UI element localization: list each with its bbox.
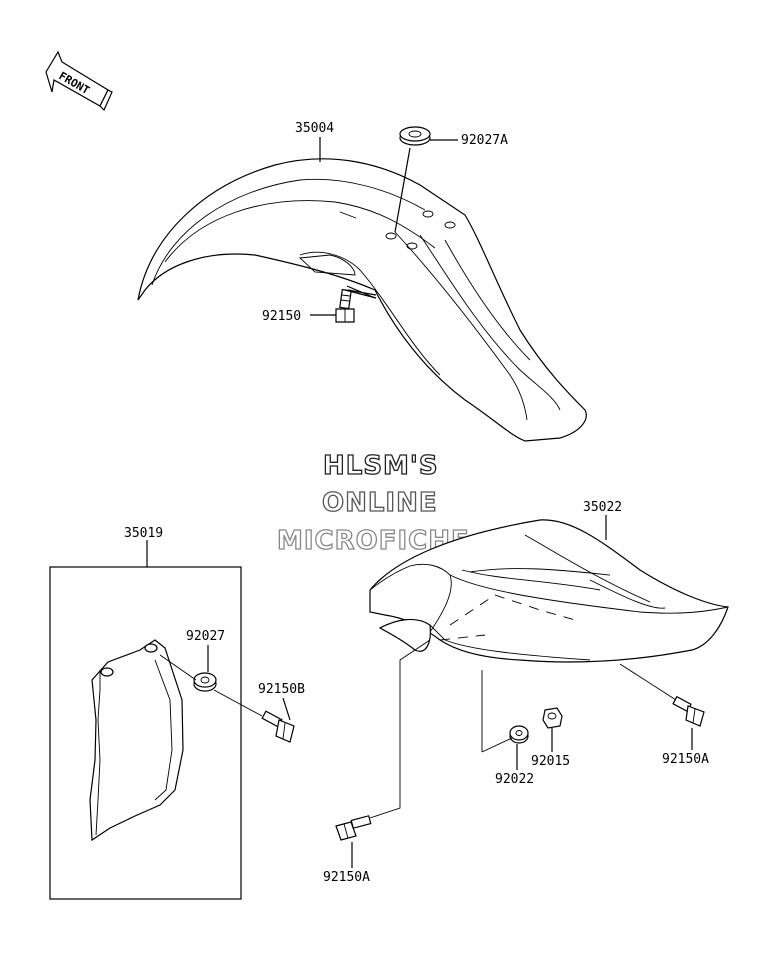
fork-guard-box [49, 566, 242, 900]
label-rear-fender: 35022 [583, 500, 622, 515]
watermark: HLSM'S ONLINE MICROFICHE [276, 450, 469, 556]
nut-icon [542, 707, 563, 729]
label-fork-guard-bolt: 92150B [258, 682, 305, 697]
label-fork-guard: 35019 [124, 526, 163, 541]
grommet-icon [399, 126, 431, 146]
rear-fender-drawing [369, 519, 729, 663]
label-washer: 92022 [495, 772, 534, 787]
label-front-fender: 35004 [295, 121, 334, 136]
front-arrow-icon: FRONT [45, 50, 113, 112]
label-grommet: 92027A [461, 133, 508, 148]
front-fender-bolt-icon [335, 288, 355, 323]
washer-icon [509, 725, 529, 744]
watermark-line2: ONLINE [322, 488, 438, 518]
label-front-fender-bolt: 92150 [262, 309, 301, 324]
rear-fender-bolt-right-icon [672, 695, 705, 727]
rear-fender-bolt-left-icon [335, 815, 372, 841]
fork-guard-bolt-icon [261, 710, 295, 743]
label-fork-guard-washer: 92027 [186, 629, 225, 644]
label-nut: 92015 [531, 754, 570, 769]
fork-guard-washer-icon [193, 672, 217, 692]
front-fender-drawing [137, 158, 587, 442]
label-rear-bolt-left: 92150A [323, 870, 370, 885]
watermark-line1: HLSM'S [323, 451, 439, 481]
fork-guard-drawing [89, 639, 184, 842]
label-rear-bolt-right: 92150A [662, 752, 709, 767]
